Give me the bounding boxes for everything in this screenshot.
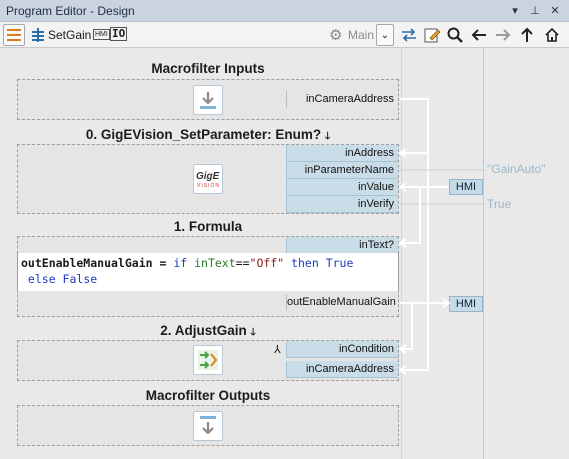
adjust-gain-title[interactable]: 2. AdjustGain 🡓 [160,323,256,338]
arrow-down-icon: 🡓 [250,327,256,338]
gige-vision-icon: GigE VISION [193,164,223,194]
macrofilter-name[interactable]: SetGain [48,28,92,42]
forward-button[interactable] [492,24,514,46]
macrofilter-outputs-block[interactable] [17,405,399,446]
port-inValue[interactable]: inValue [286,179,398,196]
lane-divider-hmi [483,48,484,459]
search-icon [447,27,463,43]
port-inCameraAddress-2[interactable]: inCameraAddress [286,361,398,378]
arrow-left-icon [471,29,486,41]
port-inCondition[interactable]: inCondition [286,341,398,358]
adjust-gain-icon [193,345,223,375]
port-inText[interactable]: inText? [286,237,398,254]
condition-fork-icon: ⅄ [274,344,281,356]
macrofilter-inputs-title: Macrofilter Inputs [151,61,265,76]
macrofilter-inputs-block[interactable]: inCameraAddress [17,79,399,120]
chevron-down-icon: ⌄ [380,29,390,41]
dropdown-arrow-icon[interactable]: ▾ [512,5,518,17]
pin-icon[interactable]: ⊥ [530,5,540,17]
lane-divider [401,48,402,459]
gige-filter-title[interactable]: 0. GigEVision_SetParameter: Enum? 🡓 [85,127,331,142]
param-name-value[interactable]: "GainAuto" [487,162,546,176]
macrofilter-icon [27,24,49,46]
input-arrow-icon [193,85,223,115]
worker-select[interactable]: Main [348,28,375,42]
arrow-right-icon [496,29,511,41]
hmi-connection-input[interactable]: HMI [449,179,483,195]
port-inCameraAddress[interactable]: inCameraAddress [286,91,398,108]
edit-button[interactable] [421,24,443,46]
port-inVerify[interactable]: inVerify [286,196,398,213]
arrow-down-icon: 🡓 [324,131,331,142]
home-button[interactable] [541,24,563,46]
port-inAddress[interactable]: inAddress [286,145,398,162]
gige-filter-block[interactable]: GigE VISION inAddress inParameterName in… [17,144,399,214]
swap-arrows-icon [402,28,416,42]
port-outEnableManualGain[interactable]: outEnableManualGain [286,294,398,311]
gige-logo-text: GigE [196,171,220,182]
search-button[interactable] [444,24,466,46]
editor-toolbar: SetGain HMI IO ⚙ Main ⌄ [0,22,569,48]
home-icon [545,27,559,42]
arrow-up-icon [521,27,533,42]
output-arrow-icon [193,411,223,441]
gear-icon[interactable]: ⚙ [329,27,343,44]
gige-logo-subtext: VISION [197,183,220,189]
menu-button[interactable] [3,24,25,46]
list-icon [7,29,21,41]
port-inParameterName[interactable]: inParameterName [286,162,398,179]
up-button[interactable] [516,24,538,46]
edit-icon [424,28,440,43]
io-icon[interactable]: IO [110,27,128,41]
macrofilter-outputs-title: Macrofilter Outputs [145,388,271,403]
verify-value[interactable]: True [487,197,512,211]
back-button[interactable] [468,24,490,46]
formula-code[interactable]: outEnableManualGain = if inText=="Off" t… [17,253,399,291]
hmi-connection-output[interactable]: HMI [449,296,483,312]
adjust-gain-block[interactable]: ⅄ inCondition inCameraAddress [17,340,399,381]
worker-dropdown-button[interactable]: ⌄ [376,24,394,46]
close-icon[interactable]: ✕ [550,5,560,17]
window-title: Program Editor - Design [6,4,135,18]
hmi-icon[interactable]: HMI [93,29,110,40]
window-titlebar: Program Editor - Design ▾ ⊥ ✕ [0,0,569,22]
formula-title[interactable]: 1. Formula [173,219,243,234]
sync-button[interactable] [398,24,420,46]
